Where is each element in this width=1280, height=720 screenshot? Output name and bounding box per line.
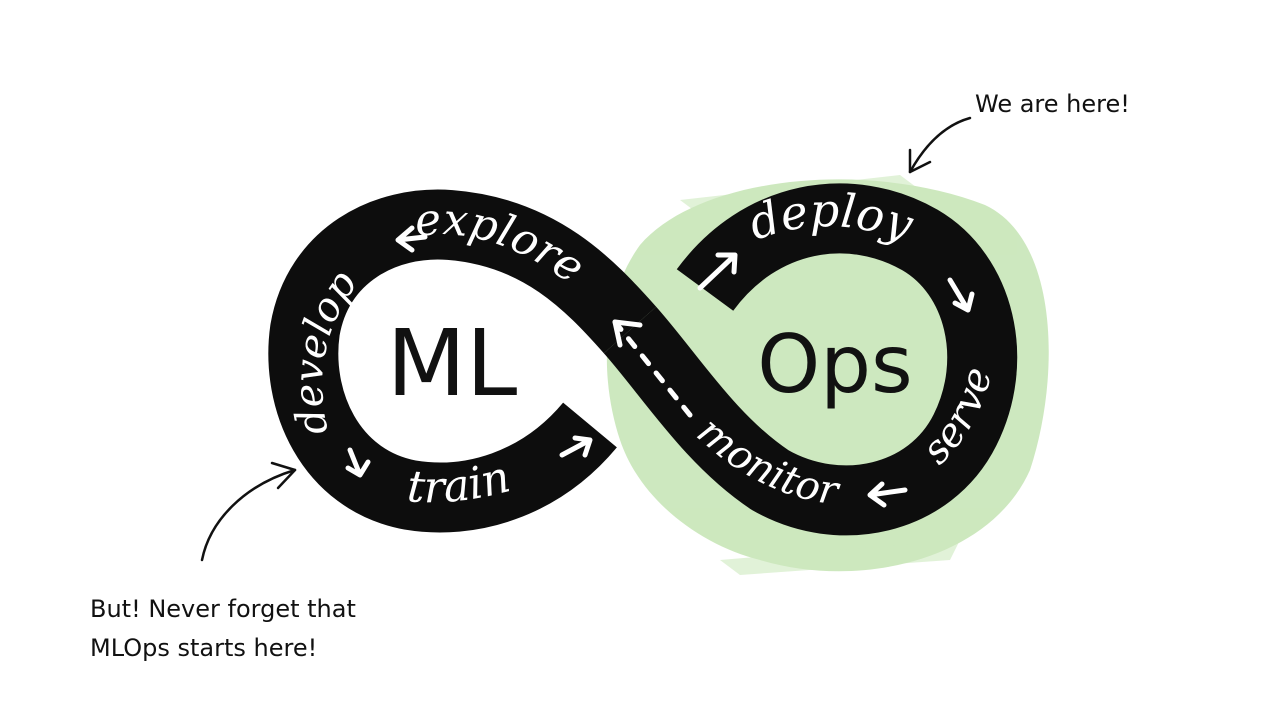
crossing-dashed-arrow — [612, 319, 693, 418]
infinity-band — [268, 183, 1018, 536]
arrow-train-right-icon — [559, 435, 593, 458]
ml-label: ML — [387, 310, 518, 417]
starts-here-arrow-icon — [200, 461, 297, 562]
we-are-here-arrow-icon — [908, 116, 972, 174]
arrow-explore-to-develop-icon — [395, 225, 428, 253]
arrow-deploy-to-serve-icon — [947, 277, 975, 313]
arrow-develop-to-train-icon — [345, 447, 371, 478]
arrow-into-deploy-icon — [697, 252, 738, 291]
note-line-1: But! Never forget that — [90, 595, 356, 623]
stage-train: train — [405, 451, 515, 513]
band-arrows — [345, 225, 975, 508]
note-line-2: MLOps starts here! — [90, 634, 317, 662]
ops-label: Ops — [757, 318, 912, 411]
arrow-serve-to-monitor-icon — [867, 481, 908, 508]
we-are-here-note: We are here! — [975, 90, 1130, 118]
